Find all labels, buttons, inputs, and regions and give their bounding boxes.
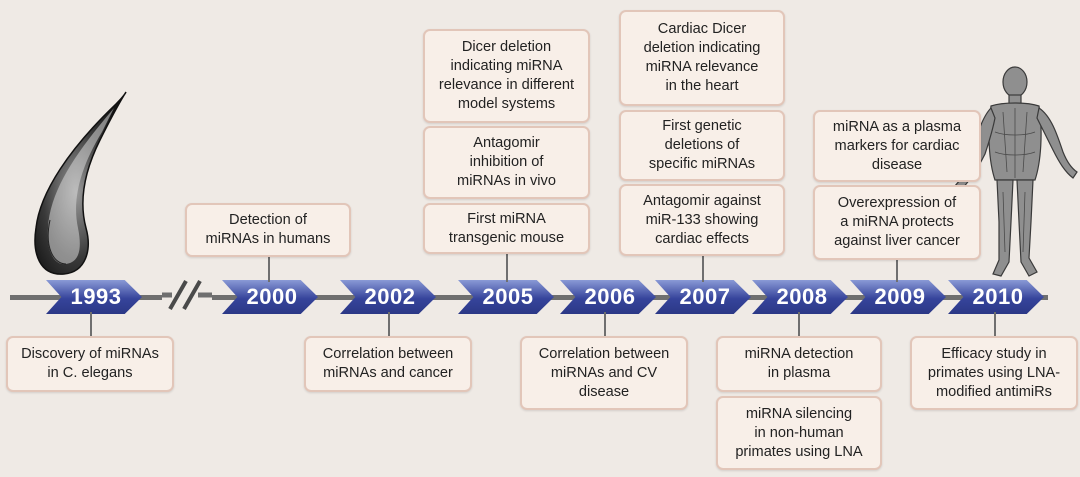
event-box-2000-human-mirna: Detection of miRNAs in humans — [185, 203, 351, 257]
year-marker-2008: 2008 — [752, 280, 848, 314]
event-box-2007-antagomir-mir133: Antagomir against miR-133 showing cardia… — [619, 184, 785, 256]
year-marker-2002: 2002 — [340, 280, 436, 314]
connector-2006 — [604, 312, 606, 338]
event-box-2009-plasma-markers: miRNA as a plasma markers for cardiac di… — [813, 110, 981, 182]
connector-2005 — [506, 252, 508, 282]
connector-2010 — [994, 312, 996, 338]
event-box-2005-antagomir: Antagomir inhibition of miRNAs in vivo — [423, 126, 590, 199]
connector-2008 — [798, 312, 800, 338]
human-anatomy-figure-icon — [945, 66, 1078, 277]
event-box-2005-transgenic-mouse: First miRNA transgenic mouse — [423, 203, 590, 254]
connector-1993 — [90, 312, 92, 338]
connector-2000 — [268, 255, 270, 282]
axis-break-mark — [162, 275, 212, 315]
event-box-2008-plasma-detection: miRNA detection in plasma — [716, 336, 882, 392]
event-box-2002-cancer-correlation: Correlation between miRNAs and cancer — [304, 336, 472, 392]
connector-2009 — [896, 259, 898, 282]
event-box-1993-discovery: Discovery of miRNAs in C. elegans — [6, 336, 174, 392]
event-box-2007-genetic-deletions: First genetic deletions of specific miRN… — [619, 110, 785, 181]
connector-2002 — [388, 312, 390, 338]
event-box-2006-cv-disease: Correlation between miRNAs and CV diseas… — [520, 336, 688, 410]
event-box-2005-dicer-deletion: Dicer deletion indicating miRNA relevanc… — [423, 29, 590, 123]
year-marker-2010: 2010 — [948, 280, 1044, 314]
event-box-2009-liver-cancer: Overexpression of a miRNA protects again… — [813, 185, 981, 260]
connector-2007 — [702, 254, 704, 282]
year-marker-2006: 2006 — [560, 280, 656, 314]
event-box-2010-efficacy-study: Efficacy study in primates using LNA- mo… — [910, 336, 1078, 410]
year-marker-2007: 2007 — [655, 280, 751, 314]
year-marker-2000: 2000 — [222, 280, 318, 314]
event-box-2007-cardiac-dicer: Cardiac Dicer deletion indicating miRNA … — [619, 10, 785, 106]
year-marker-2005: 2005 — [458, 280, 554, 314]
c-elegans-worm-icon — [34, 91, 127, 275]
year-marker-1993: 1993 — [46, 280, 142, 314]
year-marker-2009: 2009 — [850, 280, 946, 314]
event-box-2008-lna-silencing: miRNA silencing in non-human primates us… — [716, 396, 882, 470]
